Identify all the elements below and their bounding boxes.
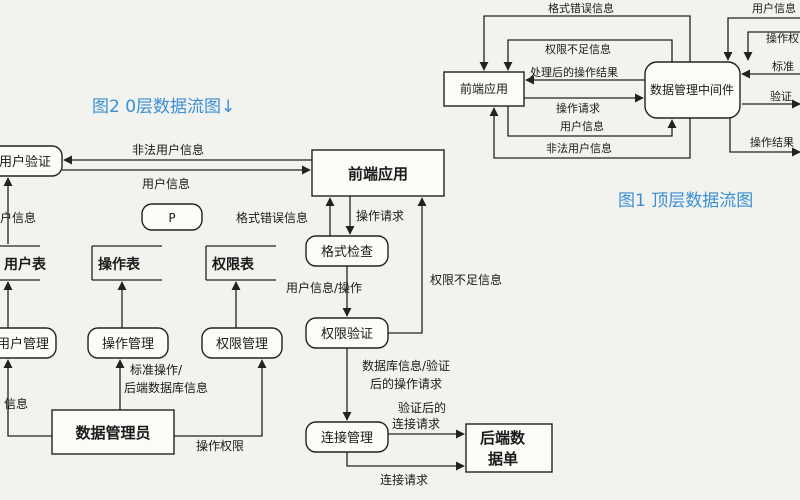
- edge-no-permission: [388, 197, 427, 334]
- backend-label-line1: 后端数: [480, 429, 526, 447]
- top-middleware-label: 数据管理中间件: [650, 82, 734, 97]
- front-app-label: 前端应用: [348, 165, 408, 183]
- edge-illegal-user-label: 非法用户信息: [132, 142, 204, 157]
- data-admin-label: 数据管理员: [75, 424, 150, 442]
- top-right-op-result-label: 操作结果: [750, 135, 794, 149]
- backend-label-line2: 据单: [488, 450, 518, 468]
- edge-user-info-left-label: 户信息: [0, 210, 36, 225]
- user-table-store: [0, 245, 40, 281]
- edge-op-permission-label: 操作权限: [196, 438, 244, 453]
- top-edge-illegal-user-label: 非法用户信息: [546, 141, 612, 155]
- perm-mgmt-label: 权限管理: [216, 336, 268, 352]
- user-verify-box: [0, 145, 63, 177]
- op-table-label: 操作表: [98, 256, 141, 273]
- front-app-box: [311, 149, 445, 197]
- edge-verified-label-2: 连接请求: [392, 416, 440, 431]
- top-level-diagram: 前端应用 数据管理中间件 格式错误信息 权限不足信息 处理后的操作结果 操作请求…: [443, 1, 800, 159]
- backend-data-box: [465, 423, 553, 473]
- perm-mgmt-box: [201, 327, 283, 359]
- edge-std-op-label-2: 后端数据库信息: [124, 380, 208, 395]
- fig2-caption: 图2 0层数据流图↓: [92, 97, 235, 117]
- perm-verify-label: 权限验证: [321, 326, 373, 342]
- top-edge-op-request-label: 操作请求: [556, 101, 600, 115]
- fig1-caption: 图1 顶层数据流图: [618, 191, 753, 211]
- top-middleware-box: [644, 61, 741, 119]
- edge-db-info-label-2: 后的操作请求: [370, 376, 442, 391]
- edge-format-error-label: 格式错误信息: [236, 210, 308, 225]
- top-front-app-box: [443, 71, 525, 107]
- edge-op-request-label: 操作请求: [356, 208, 404, 223]
- level0-diagram: 用户验证 前端应用 P 用户表 操作表 权限表 用户管理 操作管理 权限管理 格…: [0, 142, 553, 487]
- user-table-label: 用户表: [4, 256, 47, 273]
- perm-table-label: 权限表: [211, 256, 255, 273]
- op-mgmt-label: 操作管理: [102, 336, 154, 352]
- top-front-app-label: 前端应用: [460, 81, 508, 96]
- top-edge-right-op: [743, 31, 800, 61]
- top-edge-user-info: [507, 106, 677, 137]
- edge-conn-request: [346, 452, 465, 471]
- format-check-label: 格式检查: [321, 244, 373, 260]
- edge-no-permission-label: 权限不足信息: [430, 272, 502, 287]
- p-marker-label: P: [168, 211, 175, 225]
- top-right-op-label: 操作权: [766, 31, 799, 45]
- edge-std-op-label-1: 标准操作/: [130, 362, 183, 377]
- edge-admin-to-user-mgmt: [3, 359, 52, 437]
- top-edge-no-permission-label: 权限不足信息: [545, 42, 611, 56]
- edge-user-info-label: 用户信息: [142, 176, 190, 191]
- top-right-verify-label: 验证: [770, 89, 792, 103]
- top-right-user-info-label: 用户信息: [752, 1, 796, 15]
- perm-table-store: [205, 245, 276, 281]
- op-table-store: [91, 245, 162, 281]
- op-mgmt-box: [87, 327, 169, 359]
- top-edge-processed-result-label: 处理后的操作结果: [530, 65, 618, 79]
- edge-db-info-label-1: 数据库信息/验证: [362, 358, 450, 373]
- top-right-std-label: 标准: [772, 59, 794, 73]
- top-edge-right-op-result: [729, 118, 800, 157]
- top-edge-format-error-label: 格式错误信息: [548, 1, 614, 15]
- user-mgmt-label: 用户管理: [0, 336, 49, 352]
- top-edge-format-error: [479, 15, 691, 71]
- top-edge-right-user-info: [723, 17, 800, 61]
- edge-op-permission: [174, 359, 267, 437]
- edge-user-info-op-label: 用户信息/操作: [286, 280, 362, 295]
- p-marker-box: [141, 203, 203, 231]
- user-verify-label: 用户验证: [0, 154, 51, 170]
- top-edge-user-info-label: 用户信息: [560, 119, 604, 133]
- data-admin-box: [51, 409, 175, 455]
- conn-mgmt-label: 连接管理: [321, 430, 373, 446]
- edge-verified-label-1: 验证后的: [398, 400, 446, 415]
- edge-conn-request-label: 连接请求: [380, 472, 428, 487]
- top-edge-no-permission: [503, 39, 673, 71]
- top-edge-illegal-user: [489, 107, 691, 159]
- edge-user-info-left2-label: 信息: [4, 396, 28, 411]
- user-mgmt-box: [0, 327, 57, 359]
